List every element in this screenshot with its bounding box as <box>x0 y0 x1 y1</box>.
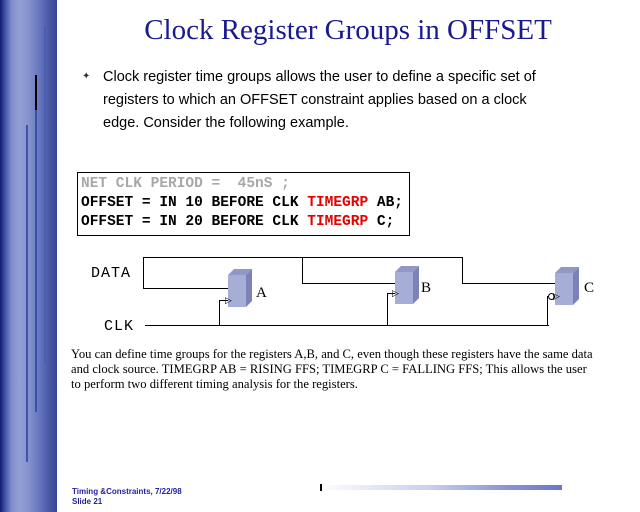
pinstripe-line <box>44 26 46 363</box>
wire-clk-stub-b <box>387 293 396 294</box>
data-net-label: DATA <box>91 265 132 282</box>
register-c <box>555 267 579 305</box>
clock-triangle-icon: ▷ <box>392 288 399 298</box>
bullet-line: registers to which an OFFSET constraint … <box>103 92 527 108</box>
footer-credit: Timing &Constraints, 7/22/98 Slide 21 <box>72 487 182 507</box>
bullet-text: Clock register time groups allows the us… <box>103 66 536 135</box>
footer-gradient-bar <box>322 485 562 490</box>
bullet-diamond-icon: ✦ <box>82 71 91 82</box>
wire-clk-riser-b <box>387 293 388 326</box>
register-side-face <box>413 266 419 304</box>
pinstripe-line <box>26 125 28 462</box>
register-top-face <box>395 266 419 272</box>
left-gradient-band <box>0 0 57 512</box>
body-line: to perform two different timing analysis… <box>71 377 358 391</box>
bullet-line: Clock register time groups allows the us… <box>103 69 536 85</box>
clock-triangle-icon: ▷ <box>553 291 560 301</box>
register-top-face <box>228 269 252 275</box>
code-line-offset-c: OFFSET = IN 20 BEFORE CLK TIMEGRP C; <box>81 213 406 232</box>
pinstripe-line <box>35 110 37 412</box>
clk-net-label: CLK <box>104 318 135 335</box>
register-side-face <box>573 267 579 305</box>
register-b-label: B <box>421 280 432 296</box>
wire-clk-rail <box>145 325 549 326</box>
clock-triangle-icon: ▷ <box>225 295 232 305</box>
wire-clk-riser-c <box>547 296 548 326</box>
body-paragraph: You can define time groups for the regis… <box>71 347 593 392</box>
code-line-period: NET CLK PERIOD = 45nS ; <box>81 176 290 192</box>
wire-clk-riser-a <box>219 300 220 326</box>
register-a-label: A <box>256 285 267 301</box>
code-line-offset-ab: OFFSET = IN 10 BEFORE CLK TIMEGRP AB; <box>81 194 406 213</box>
wire-branch-b-vertical <box>302 257 303 284</box>
clock-inversion-bubble-icon <box>548 293 555 300</box>
register-front-face <box>395 272 413 304</box>
slide-title: Clock Register Groups in OFFSET <box>144 14 552 46</box>
wire-data-into-b <box>302 283 396 284</box>
code-text: C; <box>368 214 395 230</box>
code-keyword-timegrp: TIMEGRP <box>307 214 369 230</box>
wire-data-into-c <box>462 283 556 284</box>
code-text: OFFSET = IN 10 BEFORE CLK <box>81 195 308 211</box>
pinstripe-line-black-segment <box>35 75 37 110</box>
wire-data-into-a <box>143 288 229 289</box>
wire-branch-c-vertical <box>462 257 463 284</box>
code-keyword-timegrp: TIMEGRP <box>307 195 369 211</box>
footer-line-slide-number: Slide 21 <box>72 497 103 506</box>
body-line: and clock source. TIMEGRP AB = RISING FF… <box>71 362 587 376</box>
register-c-label: C <box>584 280 595 296</box>
footer-bar-tick <box>320 484 322 491</box>
wire-data-left-vertical <box>143 257 144 289</box>
code-text: OFFSET = IN 20 BEFORE CLK <box>81 214 308 230</box>
body-line: You can define time groups for the regis… <box>71 347 593 361</box>
constraint-code-block: NET CLK PERIOD = 45nS ; OFFSET = IN 10 B… <box>77 172 410 236</box>
wire-data-top-rail <box>143 257 463 258</box>
register-front-face <box>555 273 573 305</box>
code-text: AB; <box>368 195 403 211</box>
bullet-line: edge. Consider the following example. <box>103 115 349 131</box>
register-b <box>395 266 419 304</box>
wire-clk-stub-a <box>219 300 229 301</box>
register-front-face <box>228 275 246 307</box>
register-top-face <box>555 267 579 273</box>
register-a <box>228 269 252 307</box>
register-side-face <box>246 269 252 307</box>
footer-line-title-date: Timing &Constraints, 7/22/98 <box>72 487 182 496</box>
